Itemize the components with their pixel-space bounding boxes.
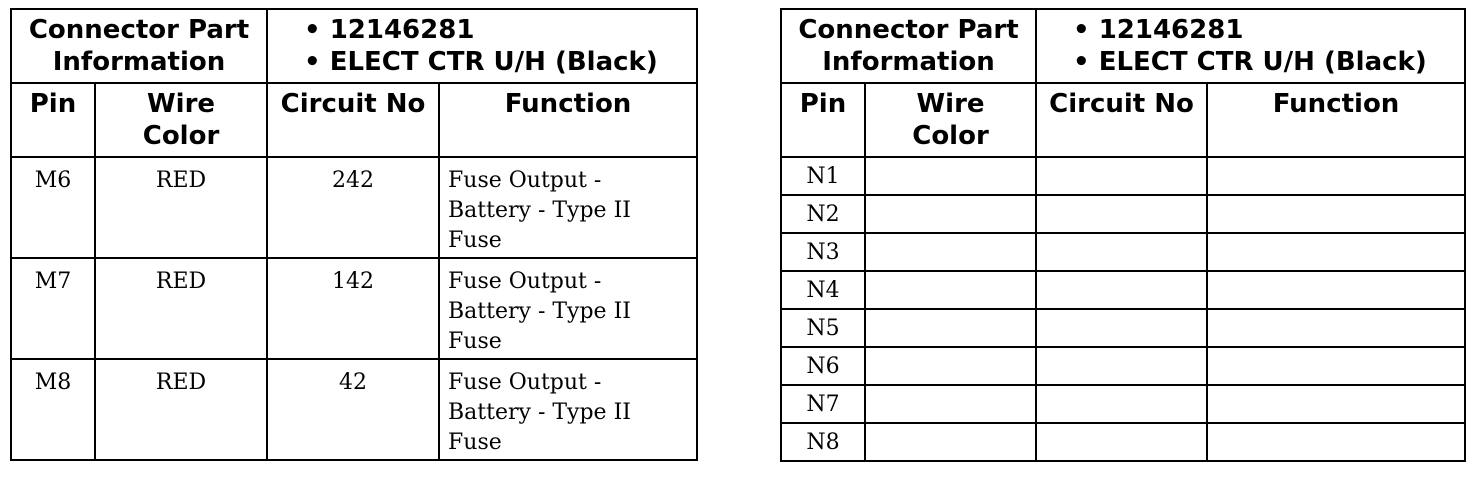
pin-cell: N2: [780, 194, 866, 234]
connector-info-value: 12146281 ELECT CTR U/H (Black): [1035, 8, 1467, 84]
circuit-cell: [1035, 384, 1209, 424]
table-row: M6 RED 242 Fuse Output - Battery - Type …: [10, 156, 699, 259]
part-name: ELECT CTR U/H (Black): [1073, 46, 1463, 78]
column-header-function: Function: [438, 82, 699, 158]
circuit-cell: 242: [266, 156, 441, 259]
wire-color-cell: RED: [93, 358, 269, 461]
connector-info-label: Connector Part Information: [9, 8, 269, 84]
function-cell: [1206, 232, 1467, 272]
column-header-wire-color: Wire Color: [863, 82, 1038, 158]
table-row: N2: [780, 194, 1467, 234]
function-cell: [1206, 422, 1467, 462]
circuit-cell: [1035, 194, 1209, 234]
wire-color-cell: RED: [93, 257, 269, 360]
table-row: M8 RED 42 Fuse Output - Battery - Type I…: [10, 358, 699, 461]
circuit-cell: [1035, 270, 1209, 310]
pin-cell: N7: [780, 384, 866, 424]
table-row: N7: [780, 384, 1467, 424]
table-row: N5: [780, 308, 1467, 348]
table-row: N1: [780, 156, 1467, 196]
circuit-cell: [1035, 346, 1209, 386]
part-number: 12146281: [304, 14, 695, 46]
circuit-cell: [1035, 232, 1209, 272]
pin-cell: N3: [780, 232, 866, 272]
wire-color-cell: [863, 308, 1038, 348]
pin-cell: N6: [780, 346, 866, 386]
function-cell: Fuse Output - Battery - Type II Fuse: [438, 358, 699, 461]
column-header-wire-color: Wire Color: [93, 82, 269, 158]
function-cell: [1206, 194, 1467, 234]
wire-color-cell: [863, 346, 1038, 386]
table-row: N6: [780, 346, 1467, 386]
pin-cell: M8: [10, 358, 96, 461]
function-cell: [1206, 156, 1467, 196]
pin-cell: N5: [780, 308, 866, 348]
function-cell: [1206, 384, 1467, 424]
circuit-cell: 42: [266, 358, 441, 461]
function-cell: [1206, 308, 1467, 348]
wire-color-cell: [863, 422, 1038, 462]
table-row: N8: [780, 422, 1467, 462]
connector-info-value: 12146281 ELECT CTR U/H (Black): [266, 8, 699, 84]
function-cell: Fuse Output - Battery - Type II Fuse: [438, 257, 699, 360]
pin-cell: N1: [780, 156, 866, 196]
column-header-circuit-no: Circuit No: [266, 82, 441, 158]
circuit-cell: [1035, 422, 1209, 462]
wire-color-cell: RED: [93, 156, 269, 259]
circuit-cell: [1035, 308, 1209, 348]
table-row: N3: [780, 232, 1467, 272]
connector-info-label: Connector Part Information: [779, 8, 1038, 84]
pin-cell: M6: [10, 156, 96, 259]
column-header-circuit-no: Circuit No: [1035, 82, 1209, 158]
wire-color-cell: [863, 270, 1038, 310]
function-cell: Fuse Output - Battery - Type II Fuse: [438, 156, 699, 259]
wire-color-cell: [863, 156, 1038, 196]
column-header-function: Function: [1206, 82, 1467, 158]
circuit-cell: [1035, 156, 1209, 196]
column-header-pin: Pin: [10, 82, 96, 158]
connector-table-m: Connector Part Information 12146281 ELEC…: [9, 8, 699, 461]
column-header-pin: Pin: [780, 82, 866, 158]
pin-cell: N8: [780, 422, 866, 462]
function-cell: [1206, 346, 1467, 386]
pin-cell: N4: [780, 270, 866, 310]
wire-color-cell: [863, 384, 1038, 424]
circuit-cell: 142: [266, 257, 441, 360]
part-name: ELECT CTR U/H (Black): [304, 46, 695, 78]
table-row: N4: [780, 270, 1467, 310]
connector-table-n: Connector Part Information 12146281 ELEC…: [779, 8, 1467, 462]
wire-color-cell: [863, 194, 1038, 234]
pin-cell: M7: [10, 257, 96, 360]
function-cell: [1206, 270, 1467, 310]
wire-color-cell: [863, 232, 1038, 272]
table-row: M7 RED 142 Fuse Output - Battery - Type …: [10, 257, 699, 360]
part-number: 12146281: [1073, 14, 1463, 46]
